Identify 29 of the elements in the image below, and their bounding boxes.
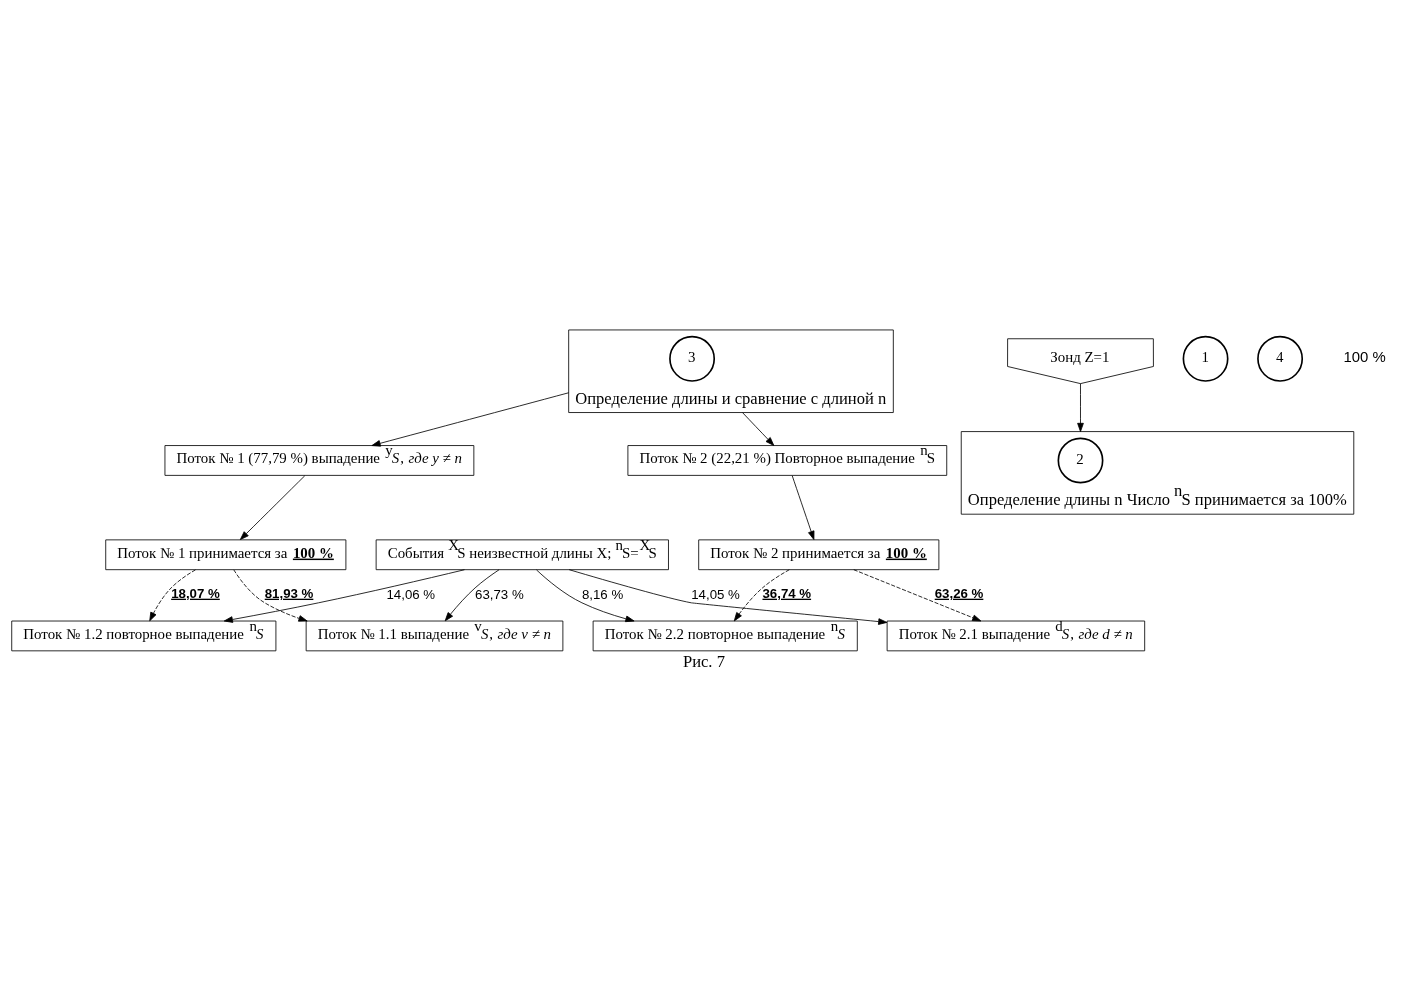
node-box: Поток № 2 принимается за 100 % (698, 539, 940, 571)
edge-label: 18,07 % (171, 585, 220, 601)
node-circle: 4 (1257, 335, 1304, 382)
caption: Рис. 7 (682, 652, 725, 672)
arrow (853, 569, 982, 622)
edge-label: 14,05 % (691, 586, 740, 602)
edge-label: 36,74 % (762, 585, 812, 601)
arrow (239, 475, 306, 540)
node-circle: 1 (1182, 335, 1229, 382)
arrow (733, 569, 790, 622)
arrow (149, 569, 196, 622)
edge-label: 14,06 % (386, 586, 436, 602)
node-circle: 3 (669, 335, 716, 382)
label: 100 % (1343, 349, 1386, 366)
node-box: Поток № 1 принимается за 100 % (105, 539, 347, 571)
arrow (791, 475, 815, 540)
arrow (233, 569, 308, 622)
edge-label: 81,93 % (264, 585, 314, 601)
arrow (536, 569, 635, 623)
arrow (223, 569, 465, 623)
edge-label: 8,16 % (581, 586, 624, 602)
arrow (1077, 383, 1084, 432)
arrow (742, 412, 775, 446)
node-circle: 2 (1057, 437, 1104, 484)
arrow (568, 569, 888, 625)
arrow (444, 569, 500, 622)
edge-label: 63,26 % (934, 585, 984, 601)
arrow (371, 392, 570, 447)
edge-label: 63,73 % (475, 586, 524, 602)
